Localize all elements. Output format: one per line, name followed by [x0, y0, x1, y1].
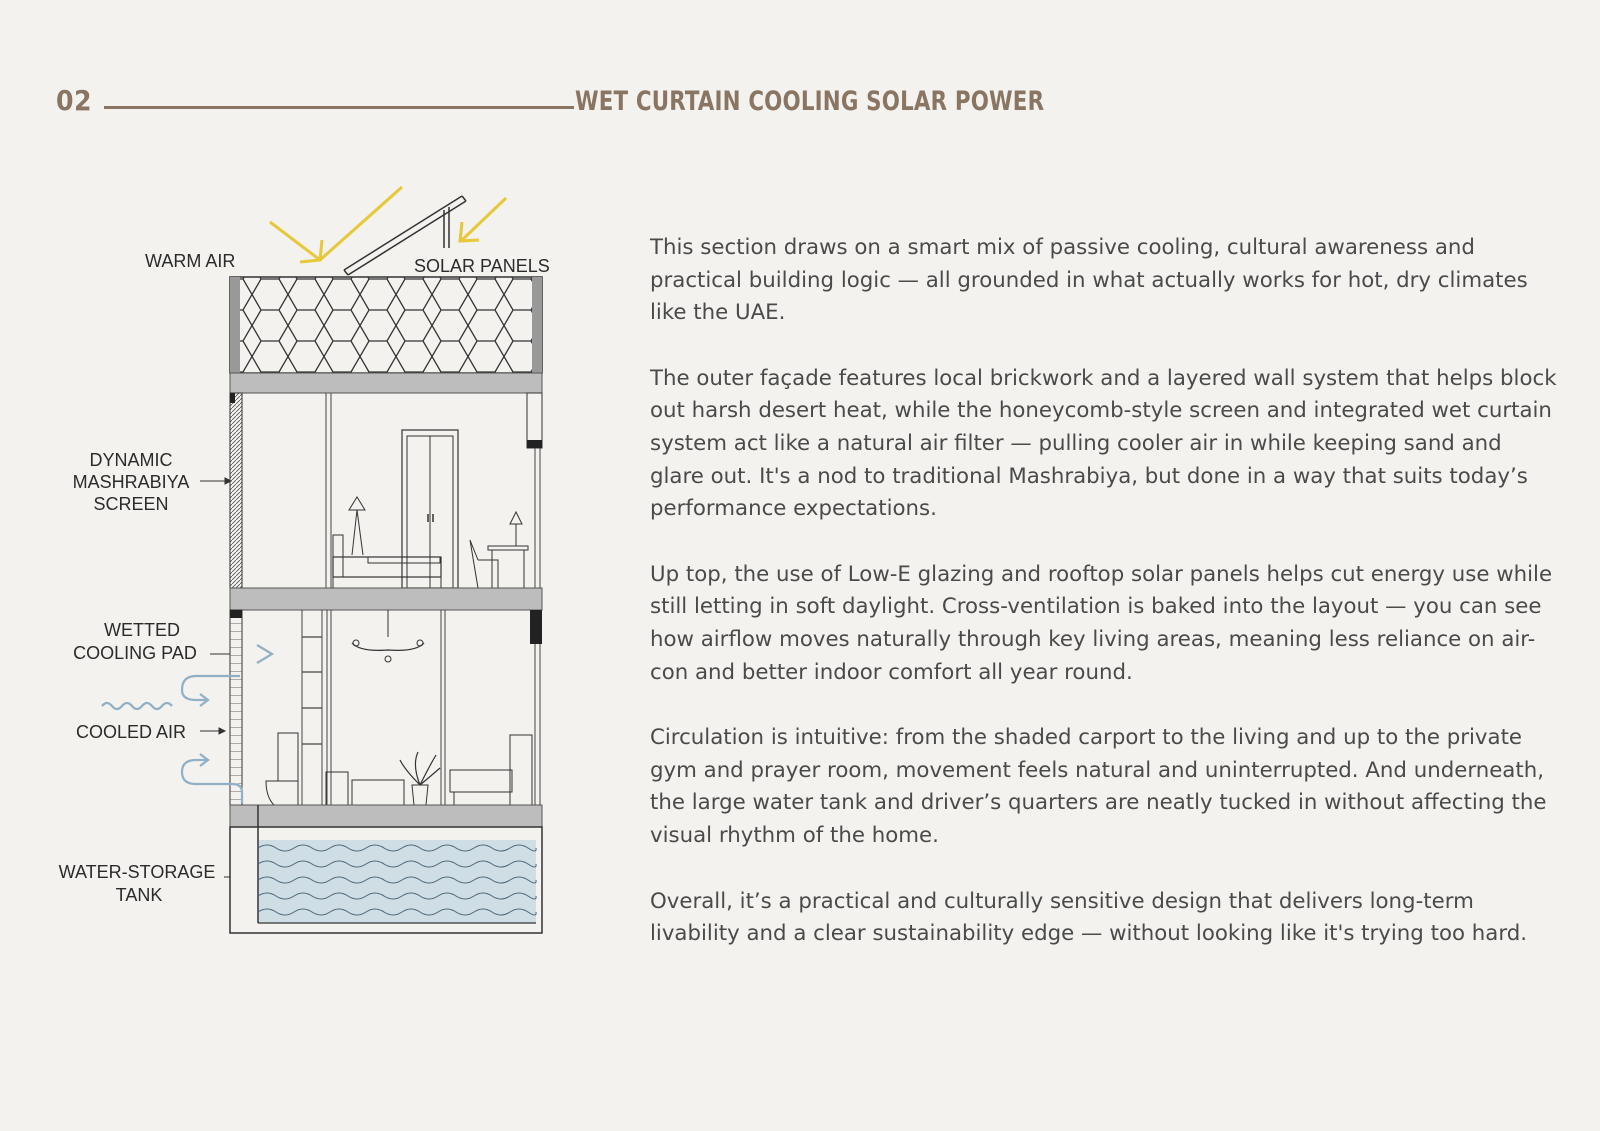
section-diagram: WARM AIR SOLAR PANELS DYNAMIC MASHRABIYA… [59, 185, 550, 934]
section-number: 02 [56, 84, 93, 117]
label-cooling-pad-line1: WETTED [104, 620, 180, 640]
body-text: This section draws on a smart mix of pas… [650, 232, 1560, 984]
label-mashrabiya-line2: MASHRABIYA [73, 472, 190, 492]
title-rule [104, 106, 574, 109]
building-section [229, 276, 543, 934]
paragraph-1: This section draws on a smart mix of pas… [650, 235, 1528, 326]
sun-ray-arrows [269, 185, 508, 264]
label-solar-panels: SOLAR PANELS [414, 256, 550, 276]
label-mashrabiya-line1: DYNAMIC [89, 450, 172, 470]
label-water-tank-line1: WATER-STORAGE [59, 862, 216, 882]
airflow-arrows [101, 644, 275, 803]
solar-panel-icon [343, 195, 467, 276]
paragraph-3: Up top, the use of Low-E glazing and roo… [650, 561, 1553, 685]
label-cooled-air: COOLED AIR [76, 722, 186, 742]
paragraph-4: Circulation is intuitive: from the shade… [650, 725, 1547, 848]
label-mashrabiya-line3: SCREEN [93, 494, 168, 514]
water-waves [257, 844, 537, 916]
paragraph-5: Overall, it’s a practical and culturally… [650, 888, 1527, 947]
label-cooling-pad-line2: COOLING PAD [73, 643, 197, 663]
page-title: WET CURTAIN COOLING SOLAR POWER [575, 86, 1045, 117]
paragraph-2: The outer façade features local brickwor… [650, 365, 1557, 522]
label-warm-air: WARM AIR [145, 251, 235, 271]
label-water-tank-line2: TANK [116, 885, 163, 905]
